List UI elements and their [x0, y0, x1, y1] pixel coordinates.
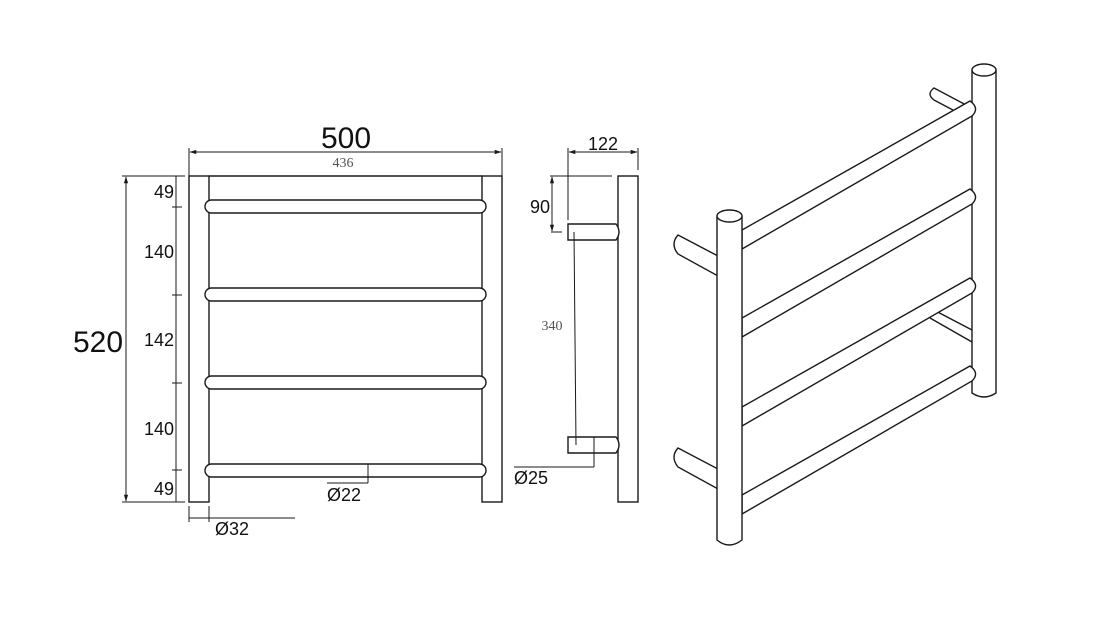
dimension-post-diameter: Ø32	[215, 519, 249, 539]
side-view: 340 122 90 Ø25	[514, 134, 639, 503]
dimension-spacing-1: 140	[144, 242, 174, 262]
right-post	[481, 175, 503, 503]
dimension-spacing-2: 142	[144, 330, 174, 350]
left-post-iso	[716, 209, 743, 546]
isometric-view	[673, 63, 997, 546]
dimension-bracket-span: 340	[542, 319, 563, 334]
dimension-spacing-3: 140	[144, 419, 174, 439]
front-view: 500 436 520 49 140 142 140 49 Ø22 Ø32	[73, 122, 503, 539]
rails	[204, 199, 487, 478]
right-post-iso	[971, 63, 997, 398]
dimension-top-offset: 90	[530, 197, 550, 217]
rails-iso	[741, 100, 977, 516]
top-bracket	[567, 223, 620, 241]
dimension-overall-height: 520	[73, 326, 123, 359]
wall-bracket-bottom-left	[673, 447, 719, 491]
dimension-spacing-bottom: 49	[154, 479, 174, 499]
dimension-depth: 122	[588, 134, 618, 154]
dimension-overall-width: 500	[321, 122, 371, 155]
dimension-inner-width: 436	[333, 156, 354, 171]
left-post	[188, 175, 210, 503]
dimension-spacing-top: 49	[154, 182, 174, 202]
side-post	[617, 175, 639, 503]
wall-bracket-top-left	[673, 234, 719, 278]
dimension-bracket-diameter: Ø25	[514, 468, 548, 488]
dimension-rail-diameter: Ø22	[327, 485, 361, 505]
